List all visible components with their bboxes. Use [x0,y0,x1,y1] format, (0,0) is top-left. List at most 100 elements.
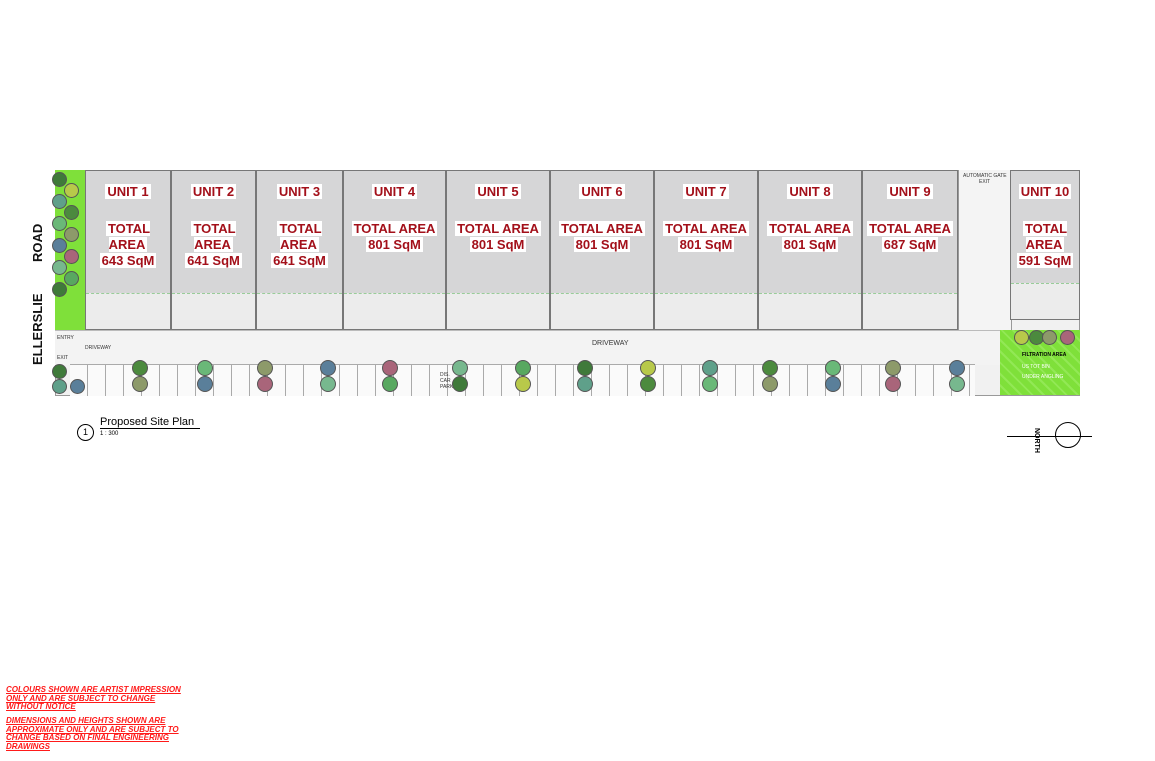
unit-name: UNIT 1 [86,184,170,199]
unit-name-text: UNIT 3 [276,184,323,199]
unit-name: UNIT 5 [447,184,549,199]
tree-icon [515,360,531,376]
disclaimer-dimensions: DIMENSIONS AND HEIGHTS SHOWN ARE APPROXI… [6,716,179,751]
unit-name-text: UNIT 9 [887,184,933,199]
tree-icon [52,260,67,275]
rear-access-way: AUTOMATIC GATE EXIT [958,170,1012,330]
unit-area-value: 641 SqM [185,253,242,268]
unit-area-label: TOTAL AREA [1022,221,1068,252]
tree-icon [70,379,85,394]
driveway-label: DRIVEWAY [592,340,629,347]
unit-area-value: 591 SqM [1016,253,1074,268]
tree-icon [52,379,67,394]
tree-icon [132,360,148,376]
tree-icon [515,376,531,392]
tree-icon [1042,330,1057,345]
unit-forecourt [172,293,255,329]
exit-label: EXIT [57,355,69,361]
unit-name: UNIT 2 [172,184,255,199]
tree-icon [197,376,213,392]
tree-icon [52,216,67,231]
drawing-number: 1 [77,424,94,441]
unit-area-value: 687 SqM [881,237,939,252]
unit-area-label: TOTAL AREA [767,221,853,236]
tree-icon [64,271,79,286]
unit-forecourt [863,293,957,329]
unit-name-text: UNIT 1 [105,184,151,199]
bin-label: US TOT BIN [1022,364,1050,370]
tree-icon [825,360,841,376]
tree-icon [52,364,67,379]
unit-name: UNIT 9 [863,184,957,199]
unit-area-label: TOTAL AREA [663,221,749,236]
tree-icon [257,376,273,392]
tree-icon [949,376,965,392]
road-name-ellerslie: ELLERSLIE [30,293,45,365]
north-arrow-line [1007,436,1092,437]
tree-icon [52,238,67,253]
tree-icon [762,360,778,376]
driveway: ENTRY DRIVEWAY EXIT DRIVEWAY [55,330,1000,365]
tree-icon [577,360,593,376]
unit-name: UNIT 6 [551,184,653,199]
tree-icon [64,227,79,242]
tree-icon [640,360,656,376]
tree-icon [197,360,213,376]
unit-area-value: 801 SqM [469,237,527,252]
tree-icon [64,249,79,264]
unit-area-label: TOTAL AREA [455,221,541,236]
unit-name-text: UNIT 7 [683,184,729,199]
tree-icon [762,376,778,392]
bin-label-2: UNDER ANGLING [1022,374,1064,380]
tree-icon [52,282,67,297]
unit-name-text: UNIT 6 [579,184,625,199]
unit-forecourt [344,293,445,329]
road-name-road: ROAD [30,223,45,262]
unit-forecourt [655,293,757,329]
unit-name: UNIT 7 [655,184,757,199]
disclaimer-colours: COLOURS SHOWN ARE ARTIST IMPRESSION ONLY… [6,685,181,711]
unit-area-label: TOTAL AREA [191,221,236,252]
entry-label: ENTRY [57,335,74,341]
drawing-scale: 1 : 300 [100,431,119,437]
unit-forecourt [1011,283,1079,319]
unit-area-label: TOTAL AREA [105,221,151,252]
unit-name: UNIT 8 [759,184,861,199]
gate-exit-label: EXIT [979,179,991,185]
tree-icon [382,376,398,392]
disabled-parking-label: DIS. CAR PARK [440,372,454,390]
unit-forecourt [759,293,861,329]
unit-forecourt [257,293,342,329]
unit-area-label: TOTAL AREA [351,221,438,236]
gate-label: AUTOMATIC GATE [963,173,1007,179]
drawing-title: Proposed Site Plan [100,416,200,429]
tree-icon [452,360,468,376]
tree-icon [885,360,901,376]
tree-icon [64,205,79,220]
tree-icon [320,360,336,376]
tree-icon [577,376,593,392]
unit-forecourt [86,293,170,329]
unit-area-value: 643 SqM [99,253,157,268]
tree-icon [382,360,398,376]
unit-area-value: 641 SqM [271,253,328,268]
unit-forecourt [447,293,549,329]
tree-icon [452,376,468,392]
unit-name-text: UNIT 4 [371,184,418,199]
